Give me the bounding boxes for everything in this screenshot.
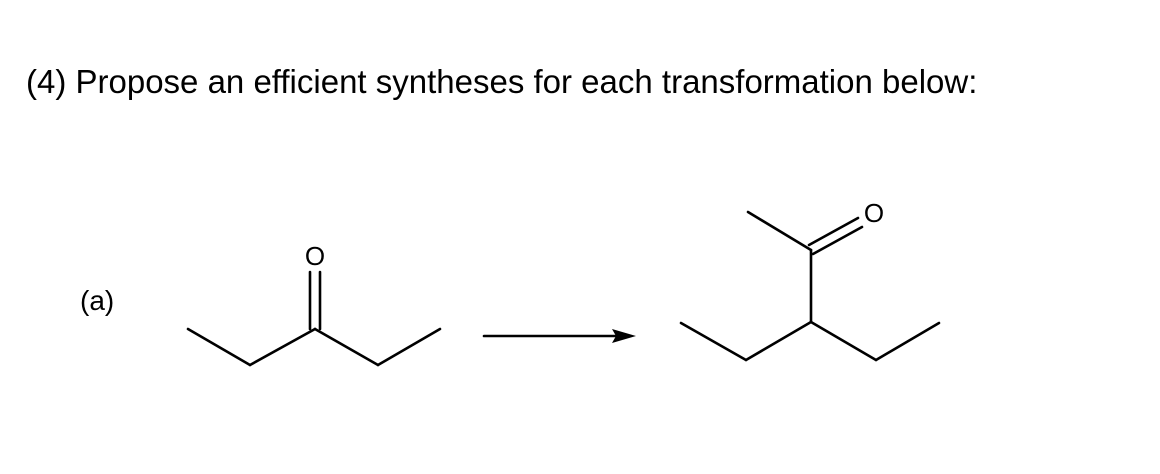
product-structure: O — [679, 198, 941, 362]
product-bond-2 — [744, 320, 813, 362]
product-bond-4 — [874, 321, 941, 362]
product-bond-3 — [809, 320, 878, 362]
reactant-bond-1 — [186, 327, 252, 367]
reactant-bond-2 — [248, 327, 317, 367]
product-bond-1 — [679, 321, 748, 362]
reactant-bond-3 — [313, 327, 380, 367]
part-a-label: (a) — [80, 285, 115, 316]
reactant-oxygen-atom: O — [305, 241, 325, 271]
reactant-bond-4 — [376, 327, 442, 367]
question-prompt: (4) Propose an efficient syntheses for e… — [26, 63, 978, 100]
product-bond-6 — [746, 210, 813, 252]
product-carbonyl-bond-a — [807, 216, 860, 247]
product-oxygen-atom: O — [864, 198, 884, 228]
reactant-structure: O — [186, 241, 442, 367]
product-carbonyl-bond-b — [811, 225, 864, 256]
arrow-head — [612, 329, 636, 343]
reaction-arrow — [482, 329, 636, 343]
